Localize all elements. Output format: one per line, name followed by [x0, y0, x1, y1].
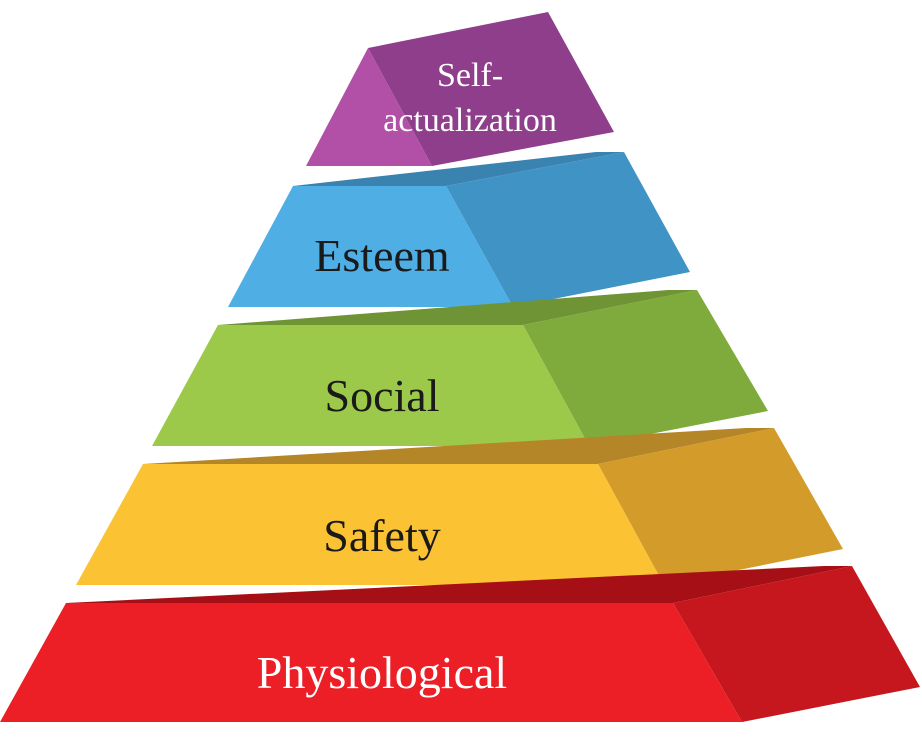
tier-safety-top-face: [143, 428, 774, 464]
tier-social: Social: [152, 290, 768, 446]
tier-physiological-top-face: [66, 566, 852, 603]
tier-esteem: Esteem: [228, 152, 690, 307]
tier-self-actualization-label: actualization: [383, 102, 557, 139]
tier-safety-front-face: [76, 464, 664, 585]
tier-physiological-label: Physiological: [257, 647, 507, 698]
tier-physiological-side-face: [673, 566, 920, 722]
tier-social-side-face: [523, 290, 768, 446]
tier-safety-label: Safety: [323, 510, 441, 561]
tier-self-actualization: Self-actualization: [306, 12, 614, 166]
tier-esteem-label: Esteem: [314, 230, 450, 281]
tier-physiological: Physiological: [0, 566, 920, 722]
tier-esteem-side-face: [446, 152, 690, 307]
tier-social-front-face: [152, 325, 589, 446]
tier-esteem-front-face: [228, 186, 513, 307]
tier-social-label: Social: [325, 370, 440, 421]
tier-self-actualization-top-face: [368, 12, 548, 48]
tier-self-actualization-front-face: [306, 48, 432, 166]
tier-self-actualization-label: Self-: [437, 57, 503, 94]
tier-self-actualization-side-face: [368, 12, 614, 166]
tier-social-top-face: [218, 290, 697, 325]
tier-esteem-top-face: [293, 152, 624, 186]
tier-safety: Safety: [76, 428, 843, 585]
tier-physiological-front-face: [0, 603, 742, 722]
tier-safety-side-face: [598, 428, 843, 585]
